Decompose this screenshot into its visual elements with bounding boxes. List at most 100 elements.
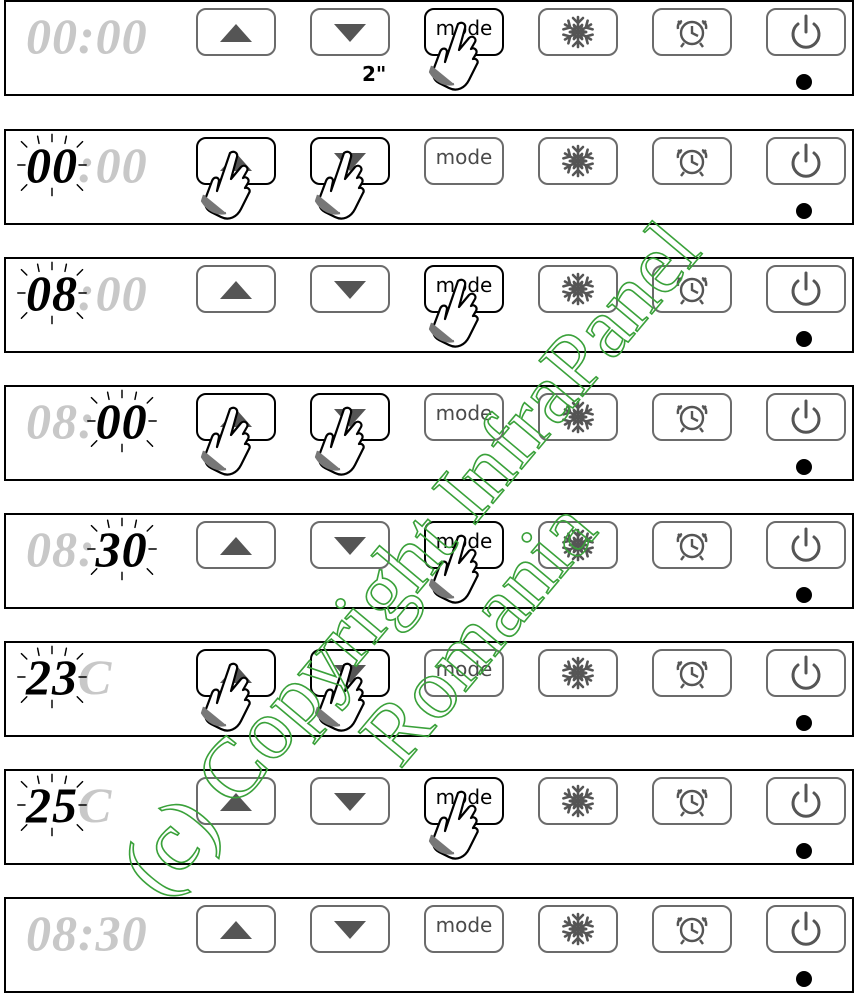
mode-button[interactable]: mode <box>424 8 504 56</box>
mode-button[interactable]: mode <box>424 521 504 569</box>
blink-rays <box>86 513 158 585</box>
display-segment-blinking: 23 <box>26 647 78 707</box>
alarm-button[interactable] <box>652 777 732 825</box>
power-button[interactable] <box>766 8 846 56</box>
mode-label: mode <box>426 145 502 169</box>
alarm-button[interactable] <box>652 905 732 953</box>
power-button[interactable] <box>766 137 846 185</box>
display-segment: :00 <box>78 263 148 323</box>
up-button[interactable] <box>196 8 276 56</box>
panel-display: 00:00 <box>26 135 176 195</box>
display-segment-blinking: 00 <box>96 391 148 451</box>
mode-button[interactable]: mode <box>424 137 504 185</box>
display-segment: 08: <box>26 391 96 451</box>
down-button[interactable] <box>310 521 390 569</box>
down-button[interactable] <box>310 137 390 185</box>
alarm-button[interactable] <box>652 137 732 185</box>
power-indicator-led <box>796 715 812 731</box>
panel-display: 08:00 <box>26 391 176 451</box>
power-indicator-led <box>796 971 812 987</box>
mode-button[interactable]: mode <box>424 649 504 697</box>
power-button[interactable] <box>766 265 846 313</box>
step-row: 08:30 mode <box>4 897 854 993</box>
display-segment-blinking: 25 <box>26 775 78 835</box>
power-button[interactable] <box>766 905 846 953</box>
step-row: 00:00 mode 2" <box>4 0 854 96</box>
display-segment: C <box>78 647 112 707</box>
step-row: 00:00 mode <box>4 129 854 225</box>
mode-label: mode <box>426 785 502 809</box>
mode-button[interactable]: mode <box>424 905 504 953</box>
down-button[interactable] <box>310 649 390 697</box>
down-button[interactable] <box>310 905 390 953</box>
panel-display: 08:30 <box>26 519 176 579</box>
blink-rays <box>16 641 88 713</box>
up-button[interactable] <box>196 265 276 313</box>
step-row: 08:00 mode <box>4 257 854 353</box>
mode-label: mode <box>426 401 502 425</box>
mode-label: mode <box>426 529 502 553</box>
display-segment: C <box>78 775 112 835</box>
step-row: 08:30 mode <box>4 513 854 609</box>
blink-rays <box>16 129 88 201</box>
snowflake-button[interactable] <box>538 521 618 569</box>
alarm-button[interactable] <box>652 521 732 569</box>
down-button[interactable] <box>310 393 390 441</box>
alarm-button[interactable] <box>652 649 732 697</box>
up-button[interactable] <box>196 905 276 953</box>
blink-rays <box>16 257 88 329</box>
up-button[interactable] <box>196 777 276 825</box>
mode-label: mode <box>426 16 502 40</box>
blink-rays <box>86 385 158 457</box>
mode-button[interactable]: mode <box>424 393 504 441</box>
mode-button[interactable]: mode <box>424 777 504 825</box>
power-button[interactable] <box>766 521 846 569</box>
snowflake-button[interactable] <box>538 265 618 313</box>
alarm-button[interactable] <box>652 393 732 441</box>
blink-rays <box>16 769 88 841</box>
mode-label: mode <box>426 273 502 297</box>
mode-button[interactable]: mode <box>424 265 504 313</box>
power-button[interactable] <box>766 777 846 825</box>
panel-display: 08:00 <box>26 263 176 323</box>
display-segment: 00:00 <box>26 6 148 66</box>
step-row: 08:00 mode <box>4 385 854 481</box>
alarm-button[interactable] <box>652 8 732 56</box>
down-button[interactable] <box>310 777 390 825</box>
up-button[interactable] <box>196 393 276 441</box>
up-button[interactable] <box>196 649 276 697</box>
power-indicator-led <box>796 203 812 219</box>
power-indicator-led <box>796 843 812 859</box>
mode-label: mode <box>426 913 502 937</box>
panel-display: 08:30 <box>26 903 176 963</box>
power-indicator-led <box>796 587 812 603</box>
press-duration-hint: 2" <box>362 62 386 86</box>
snowflake-button[interactable] <box>538 393 618 441</box>
display-segment-blinking: 30 <box>96 519 148 579</box>
display-segment-blinking: 00 <box>26 135 78 195</box>
power-indicator-led <box>796 459 812 475</box>
snowflake-button[interactable] <box>538 649 618 697</box>
mode-label: mode <box>426 657 502 681</box>
down-button[interactable] <box>310 265 390 313</box>
snowflake-button[interactable] <box>538 8 618 56</box>
down-button[interactable] <box>310 8 390 56</box>
snowflake-button[interactable] <box>538 777 618 825</box>
power-indicator-led <box>796 331 812 347</box>
power-indicator-led <box>796 74 812 90</box>
snowflake-button[interactable] <box>538 137 618 185</box>
alarm-button[interactable] <box>652 265 732 313</box>
up-button[interactable] <box>196 137 276 185</box>
snowflake-button[interactable] <box>538 905 618 953</box>
panel-display: 00:00 <box>26 6 176 66</box>
power-button[interactable] <box>766 649 846 697</box>
up-button[interactable] <box>196 521 276 569</box>
display-segment-blinking: 08 <box>26 263 78 323</box>
power-button[interactable] <box>766 393 846 441</box>
display-segment: 08:30 <box>26 903 148 963</box>
display-segment: 08: <box>26 519 96 579</box>
